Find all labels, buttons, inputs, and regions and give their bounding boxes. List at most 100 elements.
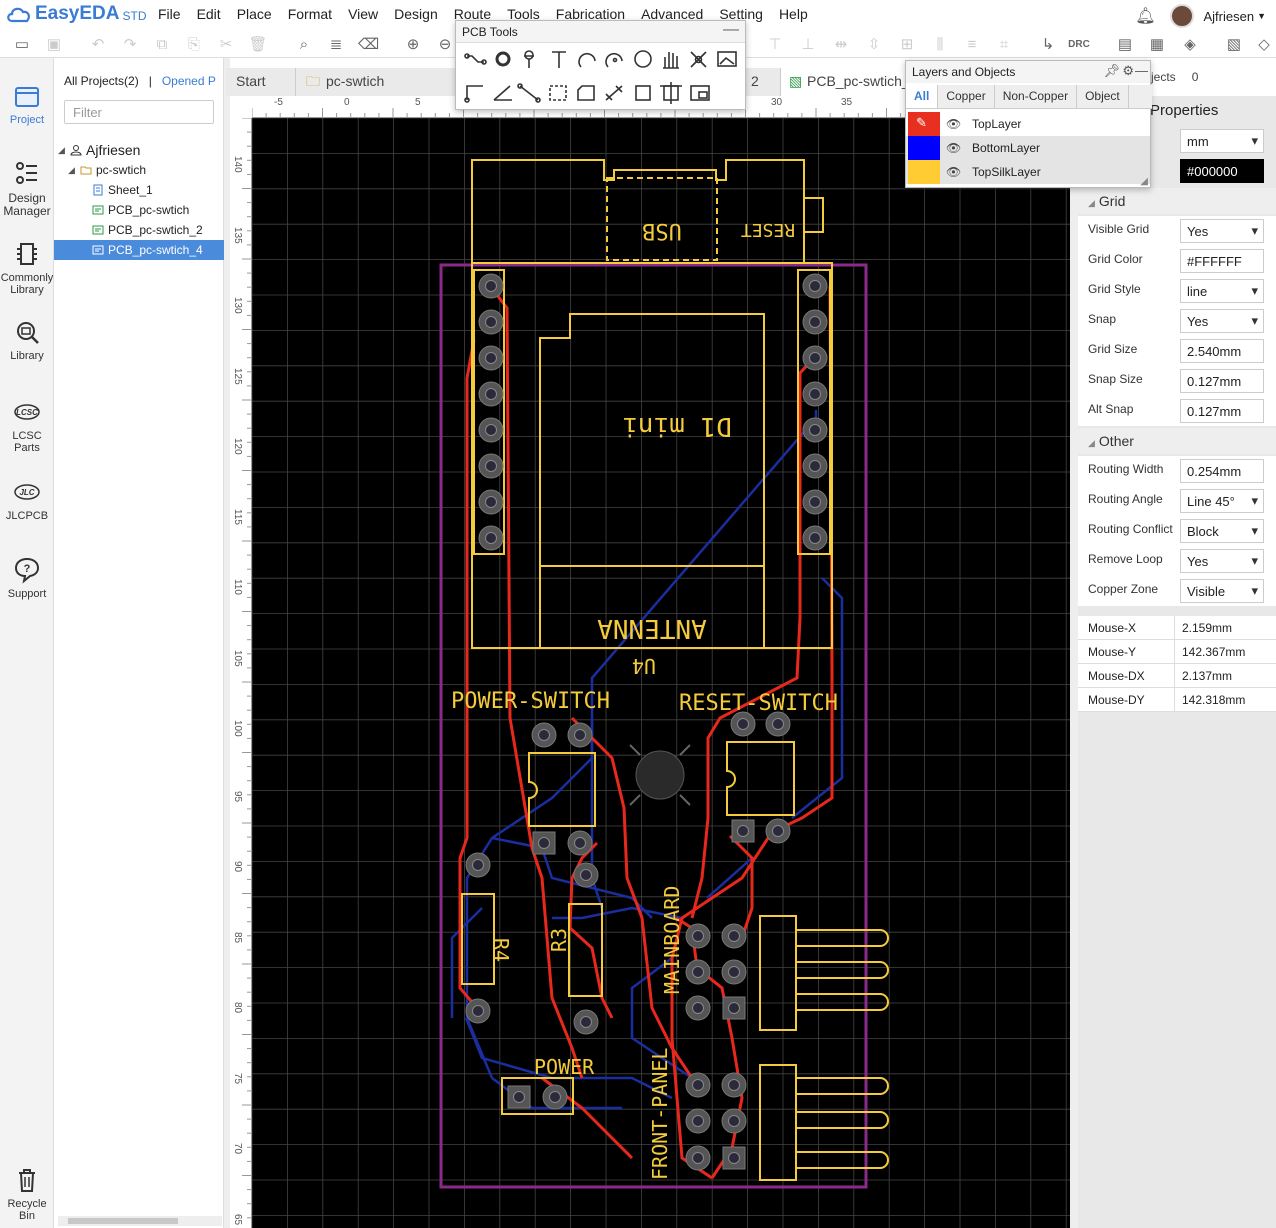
align-bottom-icon[interactable]: ⊥ (801, 36, 815, 53)
layers-header[interactable]: Layers and Objects 📌︎ ⚙ — (906, 61, 1150, 83)
property-value[interactable]: Visible (1180, 579, 1264, 603)
menu-tools[interactable]: Tools (507, 6, 540, 22)
search-icon[interactable]: ⌕ (299, 36, 309, 53)
menu-advanced[interactable]: Advanced (641, 6, 704, 22)
arc-tool-icon[interactable] (578, 52, 596, 68)
username[interactable]: Ajfriesen (1203, 8, 1255, 24)
tab-object[interactable]: Object (1077, 85, 1129, 108)
eye-icon[interactable]: 👁︎ (946, 141, 962, 155)
mounting-hole[interactable] (635, 750, 685, 800)
menu-place[interactable]: Place (236, 6, 272, 22)
drc-button[interactable]: DRC (1068, 39, 1090, 50)
pcb-tools-header[interactable]: PCB Tools— (456, 21, 745, 43)
expand-icon[interactable]: ◢ (58, 144, 65, 155)
board-outline[interactable] (439, 263, 868, 1189)
tree-project[interactable]: ◢ pc-swtich (54, 160, 224, 180)
text-tool-icon[interactable] (552, 51, 566, 68)
align-middle-icon[interactable]: ⇳ (867, 36, 881, 53)
opened-projects-tab[interactable]: Opened P (161, 74, 216, 88)
align-center-icon[interactable]: ⇹ (834, 36, 848, 53)
grid-align-icon[interactable]: ⊞ (900, 36, 914, 53)
collapse-icon[interactable]: ◢ (1088, 438, 1095, 448)
menu-setting[interactable]: Setting (719, 6, 763, 22)
property-value[interactable]: 2.540mm (1180, 339, 1264, 363)
rail-library[interactable]: Library (0, 318, 54, 362)
menu-fabrication[interactable]: Fabrication (555, 6, 626, 22)
menu-help[interactable]: Help (778, 6, 808, 22)
menu-format[interactable]: Format (287, 6, 333, 22)
layer-row-top[interactable]: ✎ 👁︎ TopLayer (906, 112, 1150, 136)
pcb-tools-panel[interactable]: PCB Tools— (455, 20, 746, 110)
properties-splitter[interactable] (1070, 96, 1078, 1228)
rail-design-manager[interactable]: Design Manager (0, 160, 54, 218)
eye-icon[interactable]: 👁︎ (946, 165, 962, 179)
angle-tool-icon[interactable] (493, 85, 512, 101)
eye-icon[interactable]: 👁︎ (946, 117, 962, 131)
group-icon[interactable]: ⌗ (999, 36, 1009, 53)
redo-icon[interactable]: ↷ (123, 36, 137, 53)
align-top-icon[interactable]: ⊤ (768, 36, 782, 53)
hand-tool-icon[interactable] (663, 52, 679, 69)
menu-view[interactable]: View (348, 6, 379, 22)
bell-icon[interactable]: 🔔︎ (1135, 8, 1156, 25)
panel-splitter[interactable] (224, 58, 230, 1228)
tree-pcb-4[interactable]: PCB_pc-swtich_4 (54, 240, 224, 260)
solid-region-tool-icon[interactable] (577, 85, 595, 101)
property-value[interactable]: Block (1180, 519, 1264, 543)
zoom-in-icon[interactable]: ⊕ (406, 36, 420, 53)
save-icon[interactable]: ▣ (46, 36, 62, 53)
new-file-icon[interactable]: ▭ (14, 36, 30, 53)
menu-file[interactable]: File (158, 6, 181, 22)
dimension-tool-icon[interactable] (690, 51, 707, 68)
rail-support[interactable]: ? Support (0, 556, 54, 600)
tab-pcb-active[interactable]: ▧ PCB_pc-swtich_ (781, 68, 911, 96)
rail-jlcpcb[interactable]: JLC JLCPCB (0, 478, 54, 522)
gerber-icon[interactable]: ▦ (1149, 36, 1165, 53)
menu-design[interactable]: Design (394, 6, 438, 22)
connect-pad-tool-icon[interactable] (464, 85, 483, 103)
rail-commonly-library[interactable]: Commonly Library (0, 240, 54, 296)
grid-section[interactable]: ◢Grid (1078, 188, 1276, 214)
rect-tool-icon[interactable] (635, 85, 651, 101)
arc-center-tool-icon[interactable] (605, 52, 623, 68)
tab-pcb-2[interactable]: 2 (741, 68, 781, 96)
property-value[interactable]: line (1180, 279, 1264, 303)
rail-lcsc-parts[interactable]: LCSC LCSC Parts (0, 398, 54, 454)
via-tool-icon[interactable] (524, 50, 534, 68)
property-value[interactable]: 0.127mm (1180, 369, 1264, 393)
resize-handle-icon[interactable]: ◢ (1140, 176, 1148, 187)
minimize-icon[interactable]: — (1135, 63, 1148, 78)
chevron-down-icon[interactable]: ▼ (1257, 11, 1266, 21)
circle-tool-icon[interactable] (634, 50, 652, 68)
pad-tool-icon[interactable] (495, 51, 511, 67)
undo-icon[interactable]: ↶ (91, 36, 105, 53)
tab-all[interactable]: All (906, 85, 939, 108)
layer-row-bottom[interactable]: 👁︎ BottomLayer (906, 136, 1150, 160)
units-select[interactable]: mm (1180, 129, 1264, 153)
expand-icon[interactable]: ◢ (68, 164, 75, 175)
background-color-input[interactable]: #000000 (1180, 159, 1264, 183)
tab-non-copper[interactable]: Non-Copper (995, 85, 1078, 108)
pin-icon[interactable]: 📌︎ (1103, 63, 1120, 78)
all-projects-tab[interactable]: All Projects(2) (64, 74, 139, 88)
tab-project[interactable]: 🗀︎ pc-swtich (296, 68, 456, 96)
route-icon[interactable]: ↳ (1041, 36, 1055, 53)
tree-user[interactable]: ◢ Ajfriesen (54, 140, 224, 160)
rail-project[interactable]: Project (0, 82, 54, 126)
tree-sheet[interactable]: Sheet_1 (54, 180, 224, 200)
minimize-icon[interactable]: — (723, 21, 739, 38)
layer-color-swatch[interactable] (908, 160, 940, 184)
rail-recycle-bin[interactable]: Recycle Bin (0, 1166, 54, 1222)
delete-icon[interactable]: 🗑︎ (248, 36, 268, 53)
pcb-canvas[interactable]: USB RESET D1 mini ANTENNA U4 POWER-SWITC… (252, 118, 1070, 1228)
tab-start[interactable]: Start (226, 68, 296, 96)
other-section[interactable]: ◢Other (1078, 428, 1276, 454)
distribute-icon[interactable]: ⫼ (936, 36, 944, 53)
layer-image-tool-icon[interactable] (690, 85, 710, 101)
camera-3d-icon[interactable]: ◈ (1184, 36, 1196, 53)
copper-area-tool-icon[interactable] (549, 85, 567, 101)
paste-icon[interactable]: ⎘ (187, 36, 200, 53)
line-tool-icon[interactable] (517, 83, 541, 103)
copy-icon[interactable]: ⧉ (156, 36, 168, 53)
